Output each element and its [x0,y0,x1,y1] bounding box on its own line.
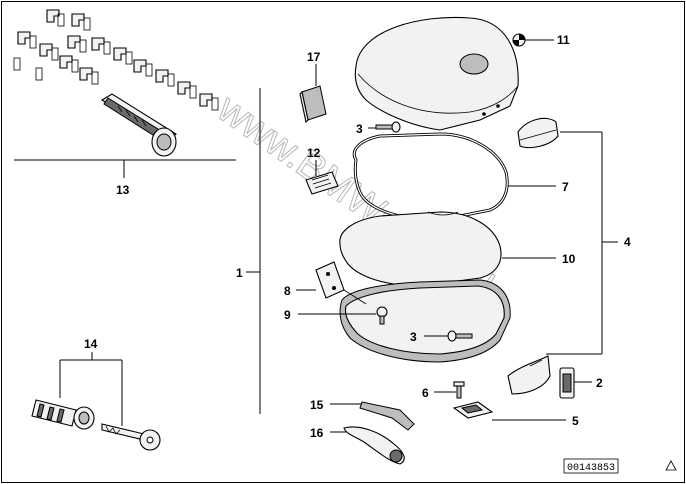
callout-11: 11 [557,33,570,47]
callout-12: 12 [307,146,321,160]
screw-6 [453,381,465,399]
callout-5: 5 [572,414,579,428]
screw-3-lower [447,330,473,342]
callout-1: 1 [236,266,243,280]
callout-2: 2 [596,376,603,390]
top-case-base [339,279,511,363]
corner-guard-4 [507,355,551,395]
hinge-8 [315,261,367,305]
emblem-11 [512,33,526,47]
lock-cylinder-13 [100,93,177,157]
key-insert-row-1 [13,9,219,111]
label-plate-12 [305,171,339,195]
callout-3-upper: 3 [356,122,363,136]
callout-10: 10 [562,252,576,266]
callout-7: 7 [562,180,569,194]
callout-16: 16 [310,426,324,440]
lock-and-key-14 [31,399,161,451]
release-lever-16 [343,426,405,465]
callout-8: 8 [284,284,291,298]
document-number-box [563,458,619,474]
end-cap-4 [517,117,559,149]
callout-13: 13 [116,183,130,197]
callout-9: 9 [284,308,291,322]
callout-17: 17 [307,50,321,64]
key-inserts-set [13,9,219,157]
callout-3-lower: 3 [410,330,417,344]
callout-14: 14 [84,337,98,351]
screw-9 [376,306,388,325]
handle-grip-15 [359,401,415,431]
screw-3-upper [375,121,401,133]
top-case-lid [354,16,519,131]
manual-booklet-17 [299,85,327,124]
lock-housing-5 [452,401,494,419]
inner-mat-10 [339,211,502,287]
callout-4: 4 [624,235,631,249]
latch-2 [559,367,575,399]
warning-triangle-icon [665,460,677,471]
callout-6: 6 [422,386,429,400]
document-number: 00143853 [567,463,615,474]
callout-15: 15 [310,398,324,412]
